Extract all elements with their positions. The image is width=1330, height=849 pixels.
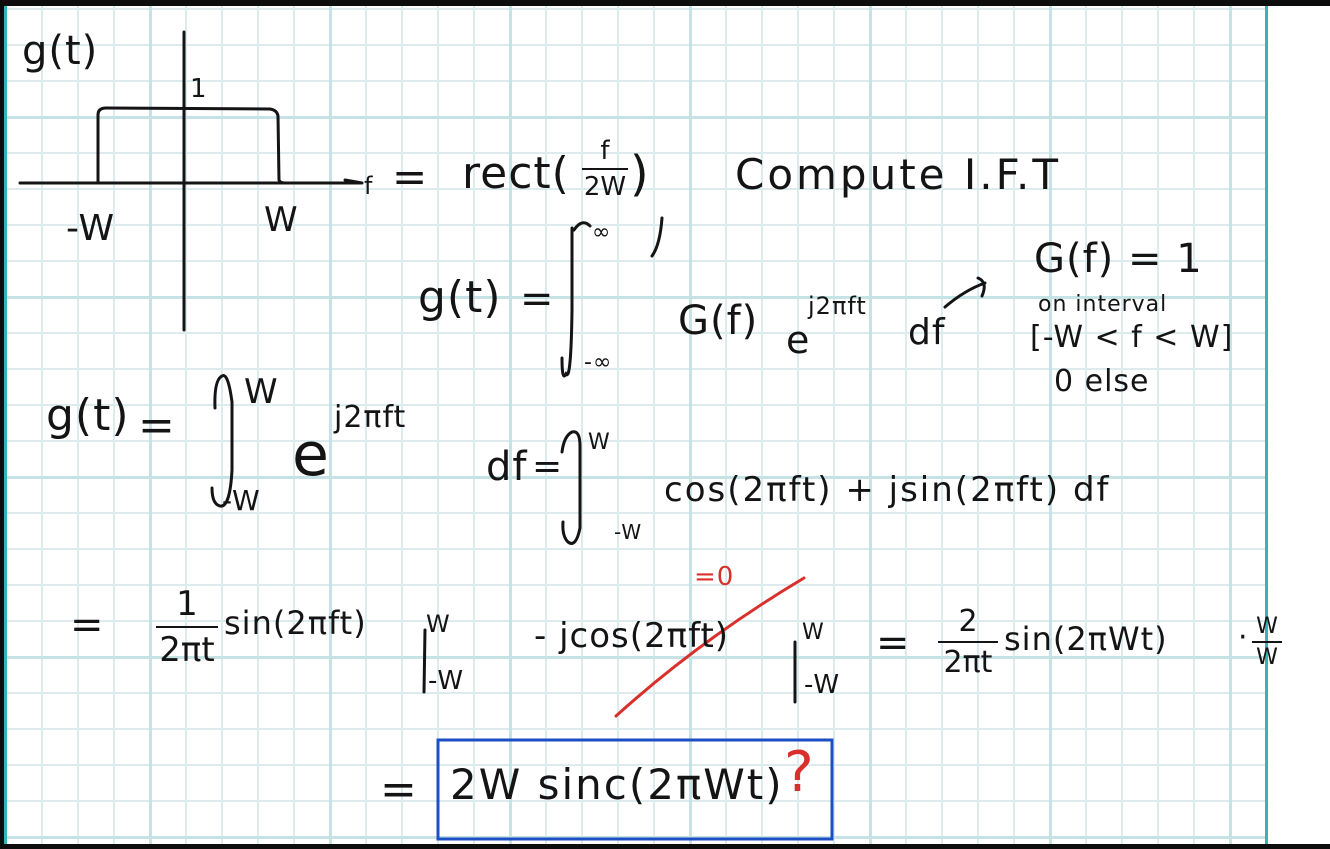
ift-lhs: g(t) (418, 272, 502, 323)
arrow-to-note (943, 276, 987, 309)
rect-plot (18, 30, 364, 332)
evaluation-bars (422, 628, 797, 704)
integral-ift (560, 226, 574, 378)
rect-argument: f 2W (582, 136, 628, 202)
ift-upper-limit: ∞ (592, 220, 612, 245)
ift-exp-power: j2πft (808, 292, 867, 320)
step2-sin-term2: sin(2πWt) (1004, 620, 1168, 658)
step2-coefficient2: 2 2πt (938, 604, 998, 680)
side-note-line4: 0 else (1054, 364, 1150, 399)
result-box (436, 738, 834, 841)
ift-exp-base: e (786, 318, 811, 362)
result-boxed-expression: 2W sinc(2πWt) (450, 760, 784, 809)
integral-step1 (210, 374, 234, 508)
side-note-line1: G(f) = 1 (1034, 236, 1203, 282)
step1-equals: = (138, 400, 176, 451)
red-strike (614, 576, 806, 718)
step1-exp-base: e (292, 420, 330, 490)
result-question-mark: ? (784, 740, 815, 805)
definition-equals: = (392, 152, 429, 201)
integral-signs (210, 221, 592, 545)
right-blank-margin (1268, 6, 1330, 844)
step1-upper-limit: W (244, 372, 279, 412)
step2-equals: = (70, 602, 105, 648)
task-label: Compute I.F.T (735, 150, 1062, 199)
step2-sin-term: sin(2πft) (224, 604, 367, 642)
step1-equals2: = (532, 446, 564, 487)
step1-upper-limit2: W (588, 430, 611, 455)
ift-lower-limit: -∞ (584, 350, 613, 375)
plot-left-label: -W (66, 208, 116, 249)
step1-lower-limit: -W (222, 484, 261, 517)
plot-peak-label: 1 (190, 74, 208, 104)
plot-ylabel: g(t) (22, 28, 99, 74)
ift-equals: = (520, 276, 555, 322)
integral-step1b (560, 430, 582, 545)
left-margin-line (4, 6, 7, 844)
graph-paper-page (4, 6, 1268, 844)
top-frame-bar (0, 0, 1330, 6)
step2-eval-lower: -W (428, 666, 465, 696)
step2-eval-upper2: W (802, 620, 825, 645)
rect-close-paren: ) (630, 146, 650, 202)
step1-exp-power: j2πft (334, 400, 407, 435)
step2-struck-annotation: =0 (694, 562, 735, 592)
rect-pulse (96, 106, 287, 185)
step2-cos-term: - jcos(2πft) (534, 616, 730, 656)
step1-df: df (486, 444, 528, 490)
step2-coefficient: 1 2πt (156, 584, 218, 670)
step1-lhs: g(t) (46, 390, 130, 441)
side-note-line2: on interval (1038, 292, 1168, 317)
step2-dot: · (1238, 620, 1249, 655)
step2-eval-upper: W (426, 610, 451, 638)
comma-stroke (650, 216, 664, 258)
result-equals: = (380, 764, 418, 815)
right-margin-line (1265, 6, 1268, 844)
ift-integrand: G(f) (678, 298, 759, 344)
step2-eval-lower2: -W (804, 670, 841, 700)
step2-equals2: = (876, 620, 911, 666)
plot-right-label: W (264, 200, 299, 240)
step1-lower-limit2: -W (614, 520, 643, 544)
step2-multiplier: W W (1252, 614, 1282, 670)
side-note-line3: [-W < f < W] (1030, 320, 1234, 355)
ift-df: df (908, 312, 946, 353)
plot-axis-label: f (364, 172, 374, 200)
bottom-frame-bar (0, 844, 1330, 849)
rect-function: rect( (462, 148, 570, 199)
step1-expansion: cos(2πft) + jsin(2πft) df (664, 470, 1111, 510)
